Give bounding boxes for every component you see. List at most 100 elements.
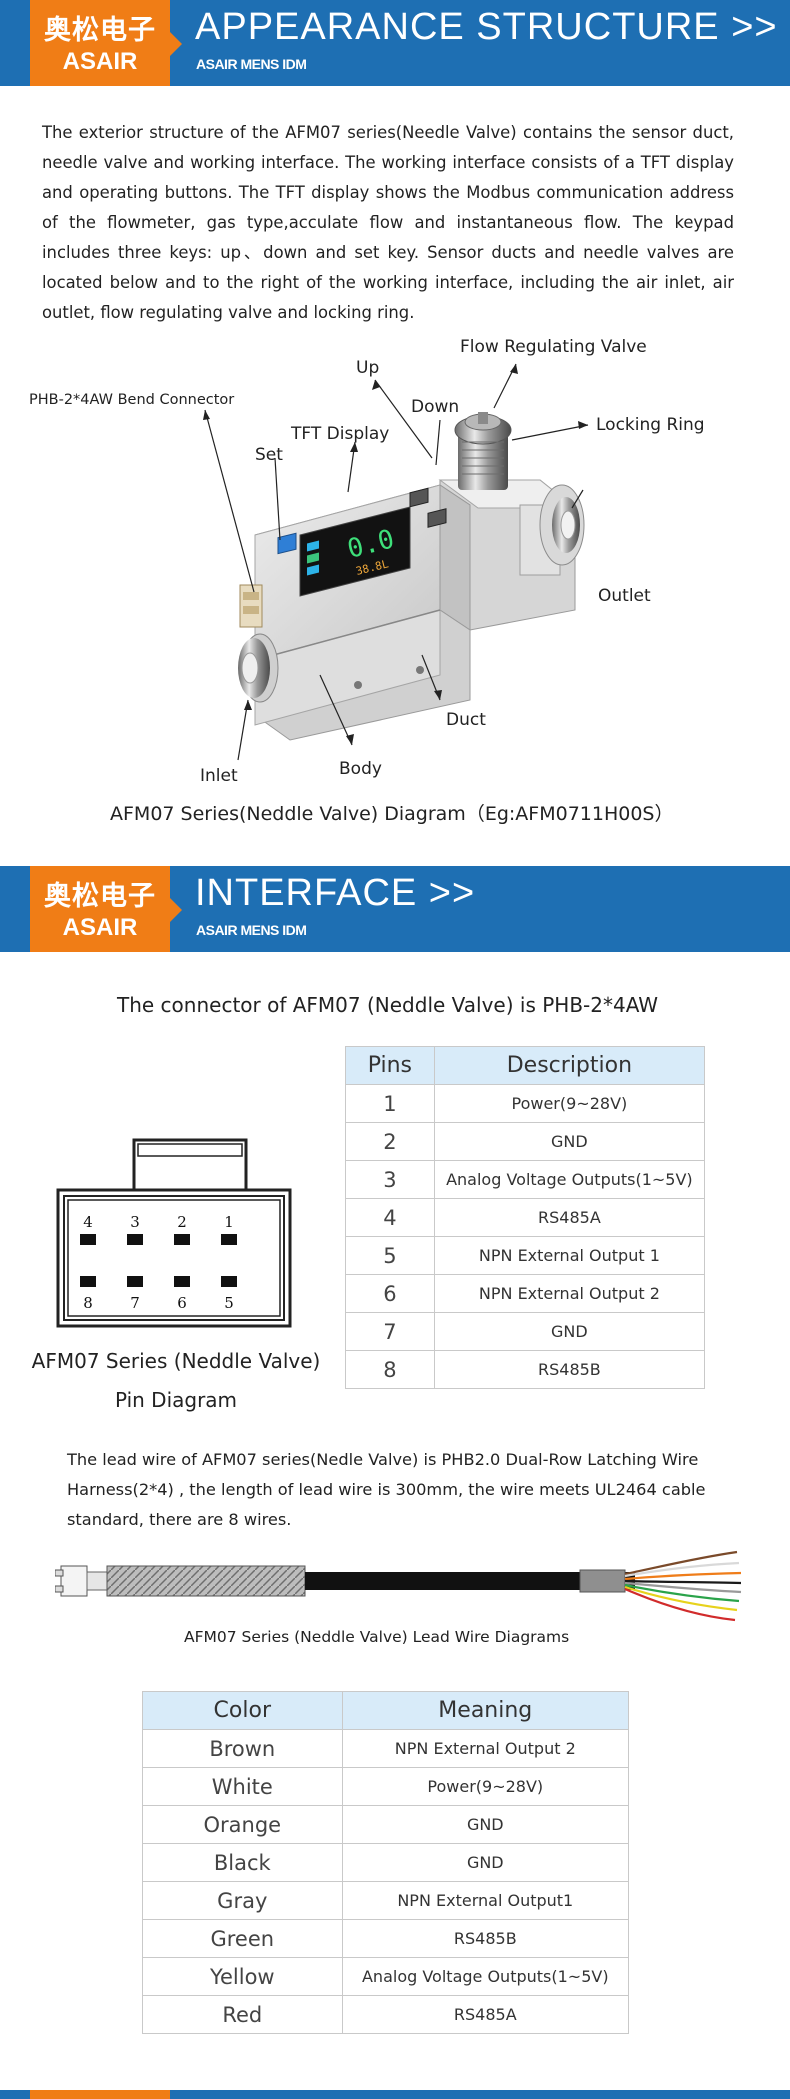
pin-description: NPN External Output 1: [433, 1236, 706, 1275]
table-row: 2 GND: [345, 1122, 706, 1161]
pin-diagram-caption-line2: Pin Diagram: [114, 1388, 238, 1412]
label-down: Down: [411, 397, 460, 417]
pin-description: RS485B: [433, 1350, 706, 1389]
table-row: White Power(9~28V): [142, 1767, 630, 1806]
logo-chinese-text: 奥松电子: [44, 881, 156, 912]
pin-description: GND: [433, 1312, 706, 1351]
wire-meaning: Analog Voltage Outputs(1~5V): [341, 1957, 630, 1996]
pin-number: 6: [345, 1274, 435, 1313]
pin-label: 3: [130, 1213, 140, 1231]
table-row: 5 NPN External Output 1: [345, 1236, 706, 1275]
pin-label: 6: [177, 1294, 187, 1312]
pin-description: NPN External Output 2: [433, 1274, 706, 1313]
label-inlet: Inlet: [200, 766, 238, 786]
table-row: Yellow Analog Voltage Outputs(1~5V): [142, 1957, 630, 1996]
table-row: Brown NPN External Output 2: [142, 1729, 630, 1768]
lead-wire-description: The lead wire of AFM07 series(Nedle Valv…: [67, 1450, 706, 1529]
wire-color: Brown: [142, 1729, 343, 1768]
wire-meaning: NPN External Output 2: [341, 1729, 630, 1768]
table-row: 4 RS485A: [345, 1198, 706, 1237]
wire-meaning: RS485B: [341, 1919, 630, 1958]
logo-english-text: ASAIR: [62, 48, 138, 75]
table-row: 7 GND: [345, 1312, 706, 1351]
pin-description: Power(9~28V): [433, 1084, 706, 1123]
label-outlet: Outlet: [598, 586, 651, 606]
pin-5-icon: [221, 1276, 237, 1287]
table-row: Black GND: [142, 1843, 630, 1882]
label-flow-regulating-valve: Flow Regulating Valve: [460, 337, 647, 357]
pin-table-header-description: Description: [433, 1046, 706, 1085]
logo-chinese-text: 奥松电子: [44, 15, 156, 46]
asair-logo: 奥松电子 ASAIR: [30, 866, 170, 952]
asair-logo: 奥松电子 ASAIR: [30, 0, 170, 86]
connector-heading: The connector of AFM07 (Neddle Valve) is…: [117, 993, 659, 1017]
wire-meaning: GND: [341, 1843, 630, 1882]
pin-number: 2: [345, 1122, 435, 1161]
pin-1-icon: [221, 1234, 237, 1245]
label-up: Up: [356, 358, 380, 378]
pin-label: 4: [83, 1213, 93, 1231]
section-title: INTERFACE >>: [195, 872, 476, 914]
wire-color: Red: [142, 1995, 343, 2034]
pin-number: 3: [345, 1160, 435, 1199]
table-row: Gray NPN External Output1: [142, 1881, 630, 1920]
pin-number: 5: [345, 1236, 435, 1275]
pin-description: GND: [433, 1122, 706, 1161]
table-row: 3 Analog Voltage Outputs(1~5V): [345, 1160, 706, 1199]
pin-label: 2: [177, 1213, 187, 1231]
wire-color: Orange: [142, 1805, 343, 1844]
label-locking-ring: Locking Ring: [596, 415, 705, 435]
lead-wire-caption: AFM07 Series (Neddle Valve) Lead Wire Di…: [184, 1628, 570, 1646]
pin-label: 7: [130, 1294, 140, 1312]
outlet-fitting: [539, 484, 585, 566]
table-row: 1 Power(9~28V): [345, 1084, 706, 1123]
inlet-fitting: [238, 633, 279, 703]
section-title: APPEARANCE STRUCTURE >>: [195, 6, 778, 48]
logo-english-text: ASAIR: [62, 914, 138, 941]
pin-number: 4: [345, 1198, 435, 1237]
pin-number: 1: [345, 1084, 435, 1123]
label-bend-connector: PHB-2*4AW Bend Connector: [29, 392, 235, 408]
wire-connector-icon: [60, 1565, 88, 1597]
tft-display: 0.0 38.8L: [299, 506, 411, 597]
wire-color: Black: [142, 1843, 343, 1882]
pin-6-icon: [174, 1276, 190, 1287]
section-subtitle: ASAIR MENS IDM: [196, 56, 307, 72]
pin-label: 1: [224, 1213, 234, 1231]
device-diagram: 0.0 38.8L: [203, 363, 589, 761]
pin-7-icon: [127, 1276, 143, 1287]
label-tft-display: TFT Display: [291, 424, 390, 444]
pin-number: 8: [345, 1350, 435, 1389]
wire-color: Gray: [142, 1881, 343, 1920]
table-row: 8 RS485B: [345, 1350, 706, 1389]
pin-description: Analog Voltage Outputs(1~5V): [433, 1160, 706, 1199]
device-diagram-caption: AFM07 Series(Neddle Valve) Diagram（Eg:AF…: [110, 803, 674, 825]
lead-wire-diagram: [55, 1550, 742, 1622]
table-row: 6 NPN External Output 2: [345, 1274, 706, 1313]
pin-label: 5: [224, 1294, 234, 1312]
label-set: Set: [255, 445, 283, 465]
wire-meaning: RS485A: [341, 1995, 630, 2034]
wire-meaning: GND: [341, 1805, 630, 1844]
wire-color: Green: [142, 1919, 343, 1958]
down-key-icon: [427, 508, 447, 528]
wire-meaning: NPN External Output1: [341, 1881, 630, 1920]
color-table-header-color: Color: [142, 1691, 343, 1730]
pin-3-icon: [127, 1234, 143, 1245]
next-section-logo-edge: [30, 2090, 170, 2099]
needle-valve: [454, 412, 512, 490]
pin-description: RS485A: [433, 1198, 706, 1237]
label-duct: Duct: [446, 710, 486, 730]
interface-banner: 奥松电子 ASAIR INTERFACE >> ASAIR MENS IDM: [0, 866, 790, 952]
pin-2-icon: [174, 1234, 190, 1245]
next-section-banner-edge: [0, 2090, 790, 2099]
label-body: Body: [339, 759, 382, 779]
wire-color: White: [142, 1767, 343, 1806]
wire-color: Yellow: [142, 1957, 343, 1996]
logo-arrow-icon: [170, 898, 182, 922]
pin-table: Pins Description 1 Power(9~28V) 2 GND 3 …: [345, 1046, 706, 1389]
table-row: Red RS485A: [142, 1995, 630, 2034]
logo-arrow-icon: [170, 32, 182, 56]
table-row: Green RS485B: [142, 1919, 630, 1958]
table-row: Orange GND: [142, 1805, 630, 1844]
